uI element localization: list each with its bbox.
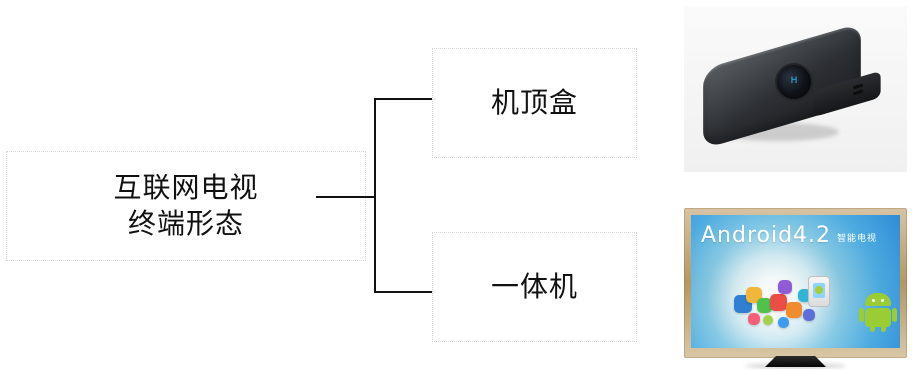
app-icon [798, 289, 811, 302]
branch-node-all-in-one: 一体机 [432, 232, 637, 342]
android-mascot-icon [859, 293, 897, 332]
app-icon [770, 294, 787, 311]
android-logo-icon [815, 286, 823, 294]
android-arm-right [892, 308, 897, 322]
branch-label-set-top-box: 机顶盒 [490, 86, 578, 120]
app-cluster [726, 252, 844, 336]
app-icon [803, 309, 815, 321]
android-head [865, 293, 891, 306]
android-arm-left [859, 308, 864, 322]
tv-title: Android4.2 [701, 223, 832, 248]
set-top-box-logo: H [777, 65, 811, 99]
android-leg-right [881, 324, 886, 332]
android-eye-icon [872, 299, 875, 302]
branch-spine [374, 98, 376, 293]
smart-tv-image: Android4.2 智能电视 [684, 208, 907, 369]
tv-stand [765, 356, 826, 367]
app-icon [757, 298, 772, 313]
branch-label-all-in-one: 一体机 [490, 270, 578, 304]
app-icon [763, 315, 773, 325]
app-icon [748, 313, 760, 325]
app-icon [778, 280, 792, 294]
set-top-box-image: H [684, 7, 907, 172]
android-phone-icon [808, 276, 830, 307]
tv-screen: Android4.2 智能电视 [691, 215, 900, 348]
branch-node-set-top-box: 机顶盒 [432, 48, 637, 158]
tv-subtitle: 智能电视 [837, 234, 878, 244]
android-leg-left [870, 324, 875, 332]
android-eye-icon [881, 299, 884, 302]
app-icon [778, 317, 789, 328]
android-body [865, 308, 891, 327]
logo-icon: H [790, 76, 798, 86]
top-branch-connector [374, 98, 436, 100]
app-icon [786, 302, 802, 318]
bottom-branch-connector [374, 291, 436, 293]
root-node-label: 互联网电视 终端形态 [113, 171, 259, 240]
tv-foot-shadow [745, 363, 846, 369]
root-connector [316, 196, 376, 198]
root-node: 互联网电视 终端形态 [6, 151, 366, 261]
